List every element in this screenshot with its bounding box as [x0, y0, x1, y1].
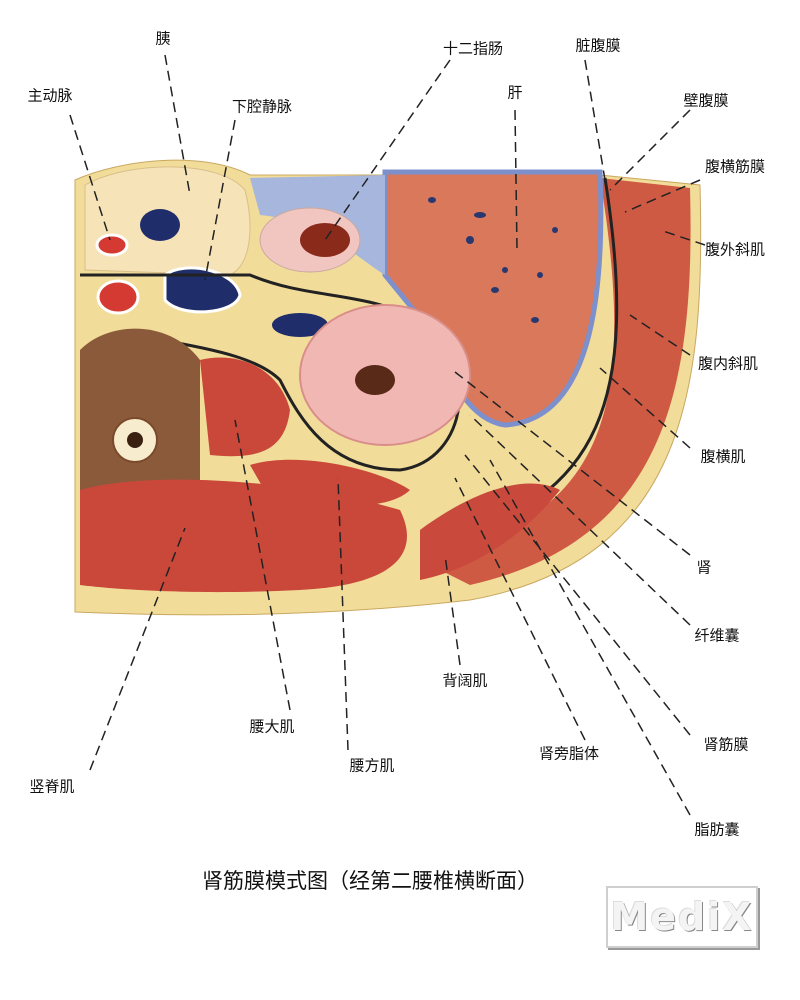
leader-transversus [599, 367, 691, 449]
aorta-upper [95, 233, 129, 257]
label-external-oblique: 腹外斜肌 [704, 240, 766, 259]
label-parietal-peritoneum: 壁腹膜 [683, 91, 729, 110]
leader-renal-fascia [464, 454, 691, 736]
watermark-logo: MediX [606, 886, 758, 948]
leader-visceral-peritoneum [584, 59, 606, 181]
leader-psoas [234, 419, 291, 711]
label-fibrous-capsule: 纤维囊 [694, 626, 740, 645]
label-renal-fascia: 肾筋膜 [703, 735, 749, 754]
label-psoas-major: 腰大肌 [249, 717, 295, 736]
label-liver: 肝 [507, 83, 523, 102]
label-kidney: 肾 [696, 558, 712, 577]
leader-ivc [204, 119, 236, 281]
vertebral-body [80, 328, 200, 500]
label-visceral-peritoneum: 脏腹膜 [575, 36, 621, 55]
leader-erector-spinae [89, 527, 186, 771]
inferior-vena-cava [163, 266, 242, 314]
leader-aorta [69, 114, 111, 241]
spinal-cord [127, 432, 143, 448]
label-ivc: 下腔静脉 [231, 97, 293, 116]
figure-title: 肾筋膜模式图（经第二腰椎横断面） [202, 869, 538, 893]
latissimus-dorsi-muscle [420, 483, 560, 580]
label-erector-spinae: 竖脊肌 [29, 777, 75, 796]
pancreatic-vessel [140, 209, 180, 241]
leader-duodenum [324, 59, 451, 241]
leader-parietal-peritoneum [609, 109, 691, 191]
label-internal-oblique: 腹内斜肌 [697, 354, 759, 373]
label-pararenal-fat: 肾旁脂体 [538, 744, 600, 763]
erector-spinae-muscle [80, 479, 407, 593]
liver-vessels [428, 197, 558, 323]
label-transversus-abdominis: 腹横肌 [700, 447, 746, 466]
leader-kidney [454, 371, 691, 556]
leader-transversalis-fascia [624, 179, 701, 213]
label-aorta: 主动脉 [27, 86, 73, 105]
leader-pancreas [164, 54, 191, 196]
duodenum-lumen [300, 223, 350, 257]
label-transversalis-fascia: 腹横筋膜 [704, 157, 766, 176]
label-pancreas: 胰 [155, 29, 171, 48]
aorta [96, 279, 140, 315]
leader-internal-oblique [629, 314, 691, 356]
leader-liver [514, 109, 518, 251]
label-quadratus-lumborum: 腰方肌 [349, 756, 395, 775]
label-duodenum: 十二指肠 [442, 39, 504, 58]
renal-fascia-line [80, 273, 461, 472]
label-adipose-capsule: 脂肪囊 [694, 820, 740, 839]
leader-fibrous-capsule [469, 414, 691, 626]
renal-pelvis [355, 365, 395, 395]
leader-adipose-capsule [489, 459, 691, 816]
renal-vein [272, 313, 328, 337]
psoas-major-muscle [200, 357, 290, 457]
label-latissimus-dorsi: 背阔肌 [442, 671, 488, 690]
leader-quadratus [337, 477, 349, 751]
leader-latissimus [444, 554, 461, 666]
leader-pararenal-fat [454, 477, 586, 741]
leader-external-oblique [659, 229, 706, 246]
abdominal-wall-muscles [420, 178, 691, 585]
